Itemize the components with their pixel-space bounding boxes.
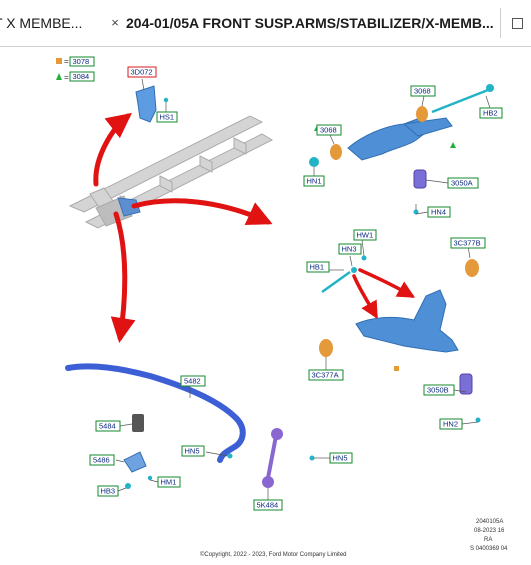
bushing-lower-front — [319, 339, 333, 357]
nut-hn2-icon — [475, 417, 481, 423]
meta-line-1: 2040105A — [476, 519, 503, 525]
nut-hn1-icon — [309, 157, 319, 167]
label-3050a[interactable]: 3050A — [451, 179, 473, 188]
label-5484[interactable]: 5484 — [99, 422, 116, 431]
nut-hn4-icon — [413, 209, 419, 215]
label-3068-upper[interactable]: 3068 — [414, 87, 431, 96]
arrow-to-stabilizer — [110, 211, 136, 343]
tab-bar: T X MEMBE... × 204-01/05A FRONT SUSP.ARM… — [0, 0, 531, 47]
marker-triangle-1 — [450, 142, 456, 148]
arrow-to-upper-arm — [131, 198, 273, 226]
legend-label-box-2 — [69, 71, 95, 82]
arrow-to-bracket — [93, 112, 132, 187]
legend-green-triangle-icon — [56, 73, 62, 80]
drawing-meta: 2040105A 08-2023 16 RA S 0400369 04 — [470, 519, 508, 552]
bushing-upper-front — [330, 144, 342, 160]
label-hb2[interactable]: HB2 — [483, 109, 498, 118]
callout-arrows — [93, 112, 416, 343]
bolt-hs1-icon — [163, 97, 169, 103]
label-3050b[interactable]: 3050B — [427, 386, 449, 395]
copyright: ©Copyright, 2022 - 2023, Ford Motor Comp… — [200, 551, 347, 558]
bolt-hb3-icon — [125, 483, 131, 489]
bracket-part — [135, 85, 169, 123]
label-hm1[interactable]: HM1 — [161, 478, 177, 487]
label-hn5-right[interactable]: HN5 — [333, 454, 348, 463]
bushing-5484 — [132, 414, 144, 432]
label-hn4[interactable]: HN4 — [431, 208, 446, 217]
label-5482[interactable]: 5482 — [184, 377, 201, 386]
ball-joint-3050a — [413, 169, 427, 189]
label-hn3[interactable]: HN3 — [342, 245, 357, 254]
label-3c377a[interactable]: 3C377A — [312, 371, 339, 380]
legend-equals-1: = — [64, 57, 69, 66]
upper-control-arm — [309, 84, 494, 215]
meta-line-3: RA — [484, 537, 492, 543]
washer-hw1-icon — [361, 255, 367, 261]
label-3c377b[interactable]: 3C377B — [454, 239, 481, 248]
meta-line-4: S 0400369 04 — [470, 546, 508, 552]
label-3068-lower[interactable]: 3068 — [320, 126, 337, 135]
legend-equals-2: = — [64, 73, 69, 82]
stabilizer-bar — [65, 363, 315, 489]
tab-menu-button[interactable] — [500, 8, 531, 38]
legend-label-3078: 3078 — [73, 57, 90, 66]
bushing-upper-rear — [416, 106, 428, 122]
label-5k484[interactable]: 5K484 — [257, 501, 279, 510]
legend: = 3078 = 3084 — [56, 56, 95, 82]
label-hs1[interactable]: HS1 — [160, 113, 175, 122]
bolt-hb1 — [321, 270, 351, 294]
label-5486[interactable]: 5486 — [93, 456, 110, 465]
window-icon — [512, 18, 523, 29]
meta-line-2: 08-2023 16 — [474, 528, 505, 534]
lower-control-arm — [319, 255, 481, 423]
part-labels: 3D072 HS1 3068 3068 HB2 HN1 3050A HN4 HW… — [89, 66, 503, 511]
tab-previous[interactable]: T X MEMBE... — [0, 15, 83, 31]
bracket-5486 — [123, 451, 147, 473]
arrow-to-lower-arm-left — [352, 274, 378, 320]
ball-joint-3050b — [459, 373, 473, 395]
label-hn2[interactable]: HN2 — [443, 420, 458, 429]
nut-hm1-icon — [147, 475, 153, 481]
link-5k484 — [266, 435, 278, 479]
label-hb3[interactable]: HB3 — [101, 487, 116, 496]
parts-diagram: = 3078 = 3084 — [56, 56, 508, 558]
bushing-lower-rear — [465, 259, 479, 277]
label-hw1[interactable]: HW1 — [357, 231, 374, 240]
arrow-to-lower-arm-right — [358, 268, 416, 298]
nut-hn5-right-icon — [309, 455, 315, 461]
label-hb1[interactable]: HB1 — [310, 263, 325, 272]
label-hn5-left[interactable]: HN5 — [185, 447, 200, 456]
nut-hn5-left-icon — [227, 453, 233, 459]
tab-previous-close-icon[interactable]: × — [111, 15, 119, 30]
label-3d072[interactable]: 3D072 — [131, 68, 153, 77]
legend-label-3084: 3084 — [73, 72, 90, 81]
label-hn1[interactable]: HN1 — [307, 177, 322, 186]
legend-label-box-1 — [69, 56, 95, 67]
bolt-hb2 — [431, 88, 489, 114]
legend-orange-square-icon — [56, 58, 62, 64]
marker-square-1 — [394, 366, 399, 371]
tab-active[interactable]: 204-01/05A FRONT SUSP.ARMS/STABILIZER/X-… — [126, 15, 494, 31]
leader-lines — [115, 78, 491, 500]
